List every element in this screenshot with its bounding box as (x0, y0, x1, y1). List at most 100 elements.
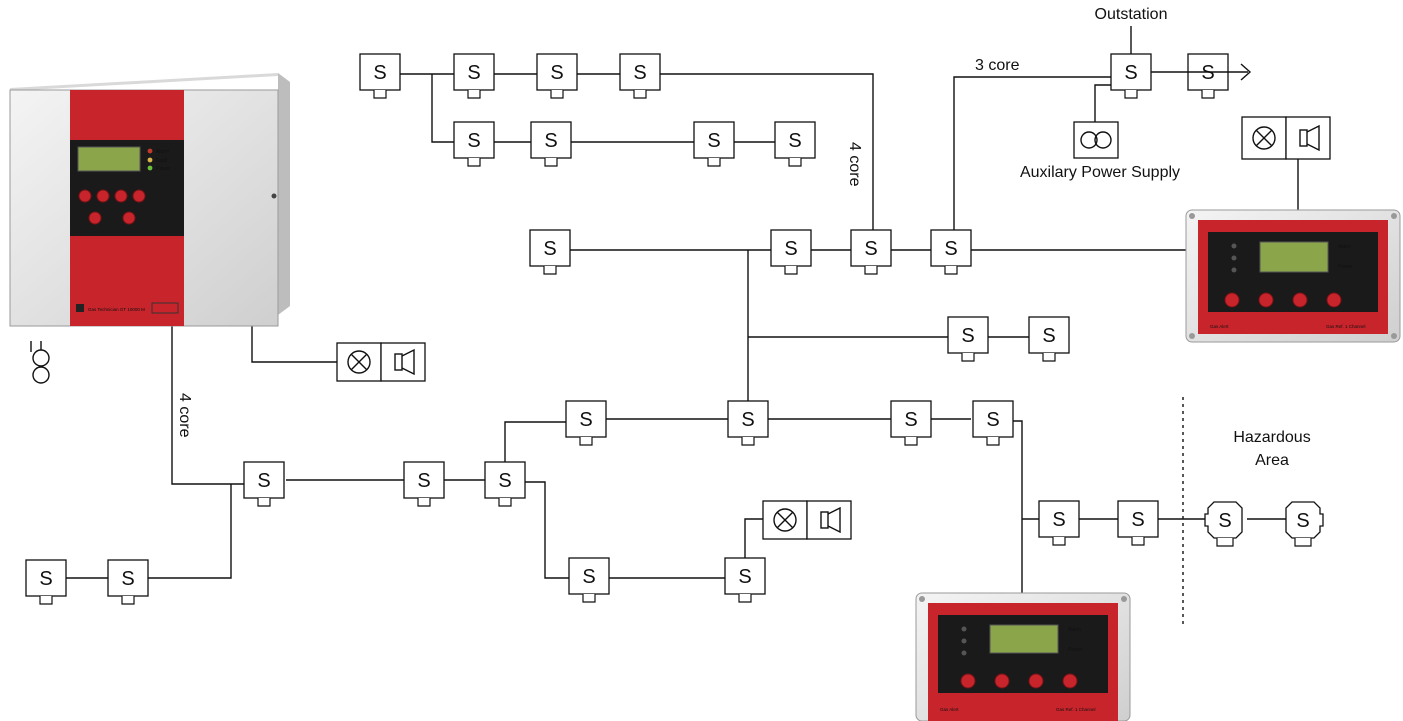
led-label: Power (156, 166, 171, 172)
led-label: Alarm (1338, 244, 1351, 250)
sensor-icon[interactable]: S (770, 229, 812, 275)
sensor-icon[interactable]: S (1038, 500, 1080, 546)
panel-buttons (1224, 292, 1342, 308)
sensor-icon[interactable]: S (484, 461, 526, 507)
alarm-led (147, 148, 153, 154)
transformer-icon (32, 341, 50, 384)
beacon-sounder-unit[interactable] (1241, 116, 1331, 160)
sensor-letter: S (498, 470, 511, 492)
sensor-letter: S (741, 409, 754, 431)
sensor-letter: S (1042, 325, 1055, 347)
led-label: Alarm (1068, 627, 1081, 633)
sensor-icon[interactable]: S (972, 400, 1014, 446)
sensor-letter: S (864, 238, 877, 260)
sensor-letter: S (1124, 62, 1137, 84)
sensor-icon[interactable]: S (619, 53, 661, 99)
led-label: Power (1338, 264, 1353, 270)
hazardous-sensor-icon[interactable]: S (1285, 501, 1324, 547)
sensor-icon[interactable]: S (529, 229, 571, 275)
sensor-letter: S (544, 130, 557, 152)
hazardous-area-label: Area (1255, 452, 1289, 469)
panel-footer-text: Gas Ref. 1 Channel (1056, 707, 1096, 712)
four-core-label: 4 core (176, 393, 193, 438)
sensor-icon[interactable]: S (453, 121, 495, 167)
sensor-letter: S (579, 409, 592, 431)
sensor-icon[interactable]: S (890, 400, 932, 446)
lcd-display (989, 624, 1059, 654)
sensor-letter: S (1201, 62, 1214, 84)
sensor-letter: S (944, 238, 957, 260)
sensor-letter: S (1218, 510, 1231, 532)
sensor-icon[interactable]: S (453, 53, 495, 99)
arrow-head (1240, 63, 1252, 81)
led-label: Alarm (156, 149, 169, 155)
sensor-letter: S (257, 470, 270, 492)
hazardous-area-label: Hazardous (1233, 429, 1310, 446)
sensor-letter: S (633, 62, 646, 84)
wall-panel-bottom[interactable]: Alarm Power Gas Alert Gas Ref. 1 Channel (915, 592, 1131, 721)
sensor-icon[interactable]: S (359, 53, 401, 99)
sensor-letter: S (707, 130, 720, 152)
sensor-letter: S (121, 568, 134, 590)
sensor-icon[interactable]: S (536, 53, 578, 99)
beacon-icon (347, 350, 371, 374)
main-control-panel[interactable]: Alarm Fault Power Gas Technician GT 1000… (9, 73, 290, 327)
wiring (30, 26, 1299, 593)
panel-footer-text: Gas Technician GT 10000 M (88, 307, 145, 312)
sensor-letter: S (543, 238, 556, 260)
lcd-display (1259, 241, 1329, 273)
fault-led (147, 157, 153, 163)
sounder-icon (1299, 124, 1320, 152)
sensor-icon[interactable]: S (403, 461, 445, 507)
sensor-letter: S (467, 130, 480, 152)
sensor-icon[interactable]: S (107, 559, 149, 605)
sensor-letter: S (582, 566, 595, 588)
sensor-letter: S (986, 409, 999, 431)
panel-buttons (960, 673, 1078, 689)
three-core-label: 3 core (975, 57, 1020, 74)
sensor-letter: S (961, 325, 974, 347)
four-core-label: 4 core (846, 142, 863, 187)
sensor-icon[interactable]: S (727, 400, 769, 446)
beacon-sounder-unit[interactable] (762, 500, 852, 540)
sensor-icon[interactable]: S (774, 121, 816, 167)
sensor-icon[interactable]: S (568, 557, 610, 603)
sensor-icon[interactable]: S (565, 400, 607, 446)
sensor-letter: S (1131, 509, 1144, 531)
sensor-icon[interactable]: S (1187, 53, 1229, 99)
led-label: Power (1068, 647, 1083, 653)
led-label: Fault (156, 158, 168, 164)
lock-icon (271, 193, 277, 199)
sensor-icon[interactable]: S (850, 229, 892, 275)
sensor-letter: S (784, 238, 797, 260)
sensor-icon[interactable]: S (1117, 500, 1159, 546)
sensor-icon[interactable]: S (947, 316, 989, 362)
sensor-letter: S (417, 470, 430, 492)
sensor-letter: S (467, 62, 480, 84)
power-led (147, 165, 153, 171)
wall-panel-right[interactable]: Alarm Power Gas Alert Gas Ref. 1 Channel (1185, 209, 1401, 343)
sensor-letter: S (39, 568, 52, 590)
lcd-display (77, 146, 141, 172)
hazardous-sensor-icon[interactable]: S (1204, 501, 1243, 547)
power-supply-icon[interactable] (1073, 121, 1119, 159)
sensor-icon[interactable]: S (1110, 53, 1152, 99)
sensor-letter: S (550, 62, 563, 84)
sensor-icon[interactable]: S (243, 461, 285, 507)
sensor-icon[interactable]: S (693, 121, 735, 167)
sounder-icon (820, 506, 841, 534)
sensor-letter: S (738, 566, 751, 588)
sensor-icon[interactable]: S (530, 121, 572, 167)
panel-footer-text: Gas Alert (940, 707, 959, 712)
beacon-icon (1252, 126, 1276, 150)
sensor-icon[interactable]: S (930, 229, 972, 275)
sensor-icon[interactable]: S (25, 559, 67, 605)
beacon-sounder-unit[interactable] (336, 342, 426, 382)
sensor-icon[interactable]: S (724, 557, 766, 603)
sensor-letter: S (788, 130, 801, 152)
outstation-label: Outstation (1095, 6, 1168, 23)
beacon-icon (773, 508, 797, 532)
sensor-icon[interactable]: S (1028, 316, 1070, 362)
sensor-letter: S (1296, 510, 1309, 532)
